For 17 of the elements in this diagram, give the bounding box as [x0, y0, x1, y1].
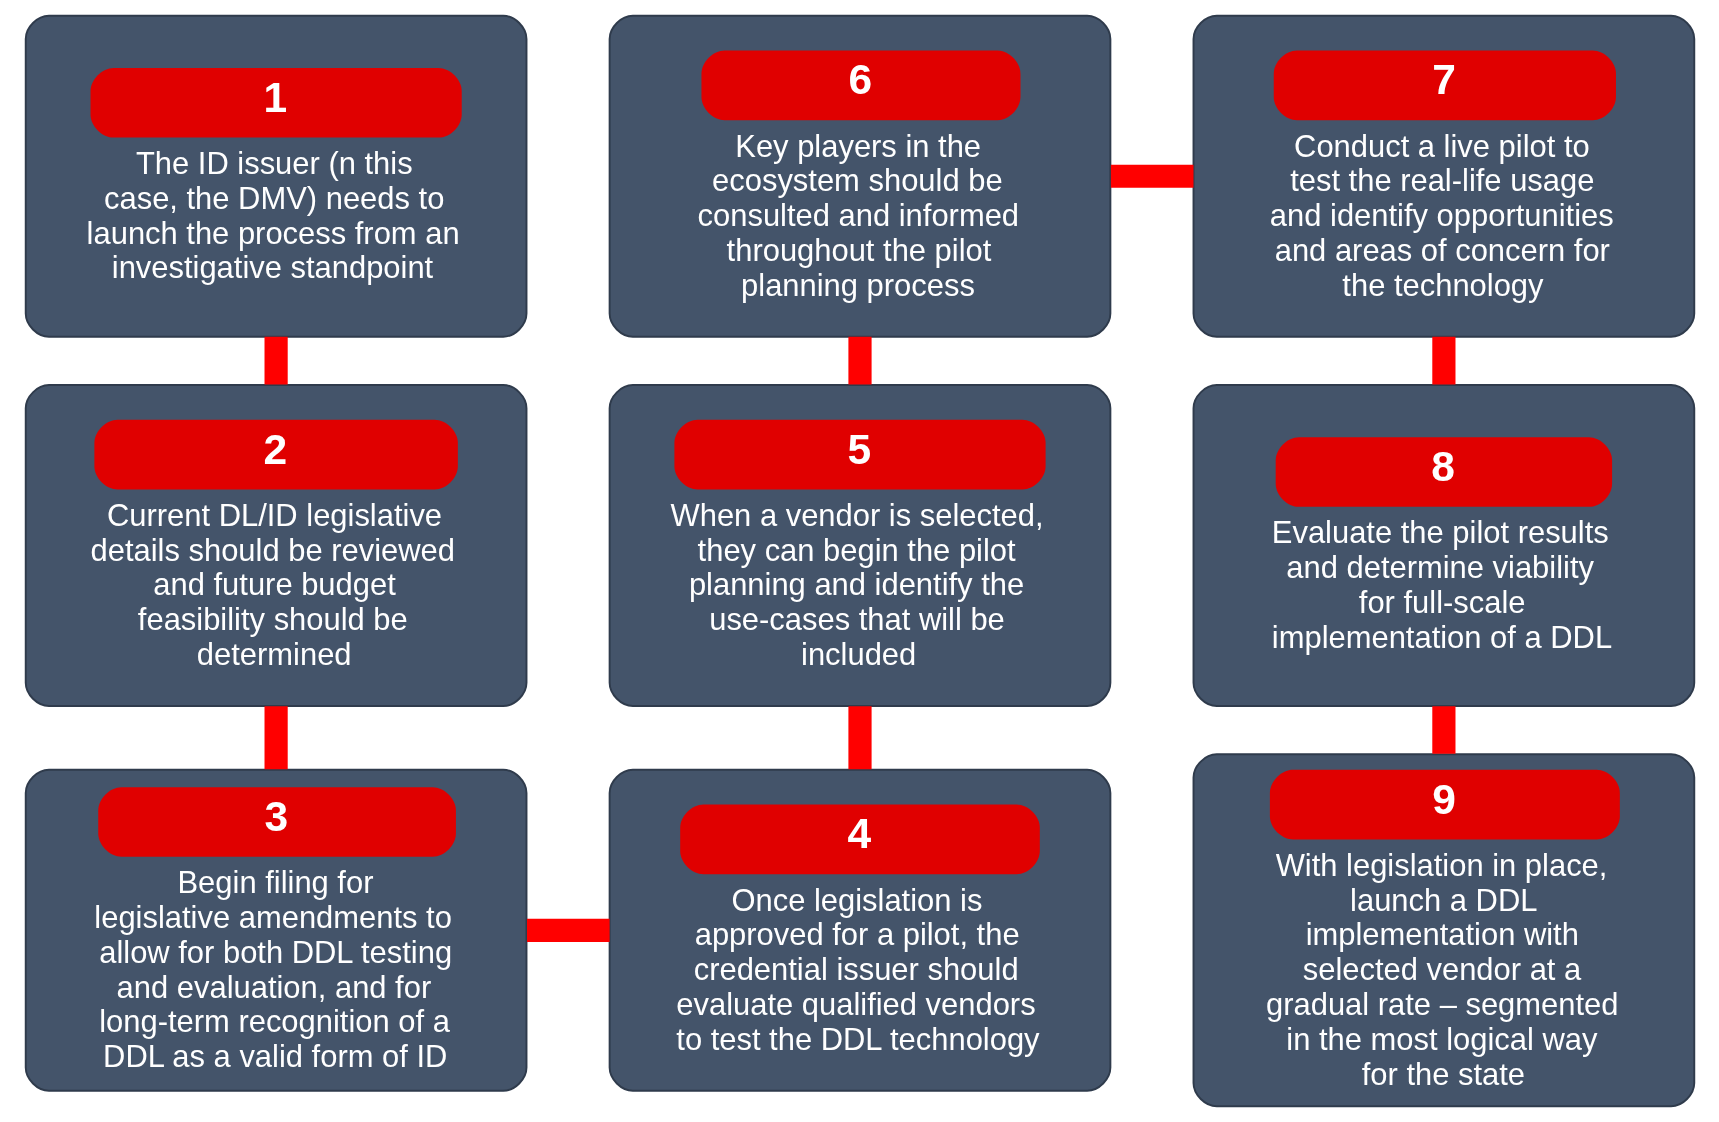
connector	[1110, 164, 1193, 188]
node-box: 3 Begin filing for legislative amendments to allow for both DDL testing and evaluation, and for long-term recognition of a DDL as a valid form of ID	[24, 768, 527, 1092]
connector	[847, 706, 872, 770]
node-box: 8 Evaluate the pilot results and determine viability for full-scale implementation of a DDL	[1192, 384, 1695, 707]
node-box: 6 Key players in the ecosystem should be consulted and informed throughout the pilot planning process	[608, 14, 1111, 338]
connector	[264, 336, 288, 385]
node-box: 7 Conduct a live pilot to test the real-life usage and identify opportunities and areas of concern for the technology	[1192, 14, 1695, 338]
node-box: 2 Current DL/ID legislative details should be reviewed and future budget feasibility should be determined	[24, 384, 527, 707]
connector	[526, 918, 610, 942]
connector	[1431, 336, 1455, 385]
connector	[847, 336, 872, 385]
node-box: 9 With legislation in place, launch a DDL implementation with selected vendor at a gradual rate – segmented in the most logical way for the state	[1192, 753, 1695, 1108]
node-box: 4 Once legislation is approved for a pilot, the credential issuer should evaluate qualified vendors to test the DDL technology	[608, 768, 1111, 1092]
node-box: 5 When a vendor is selected, they can begin the pilot planning and identify the use-cases that will be included	[608, 384, 1111, 707]
connector	[264, 706, 288, 770]
connector	[1431, 706, 1455, 754]
node-box: 1 The ID issuer (n this case, the DMV) needs to launch the process from an investigative standpoint	[24, 14, 527, 338]
